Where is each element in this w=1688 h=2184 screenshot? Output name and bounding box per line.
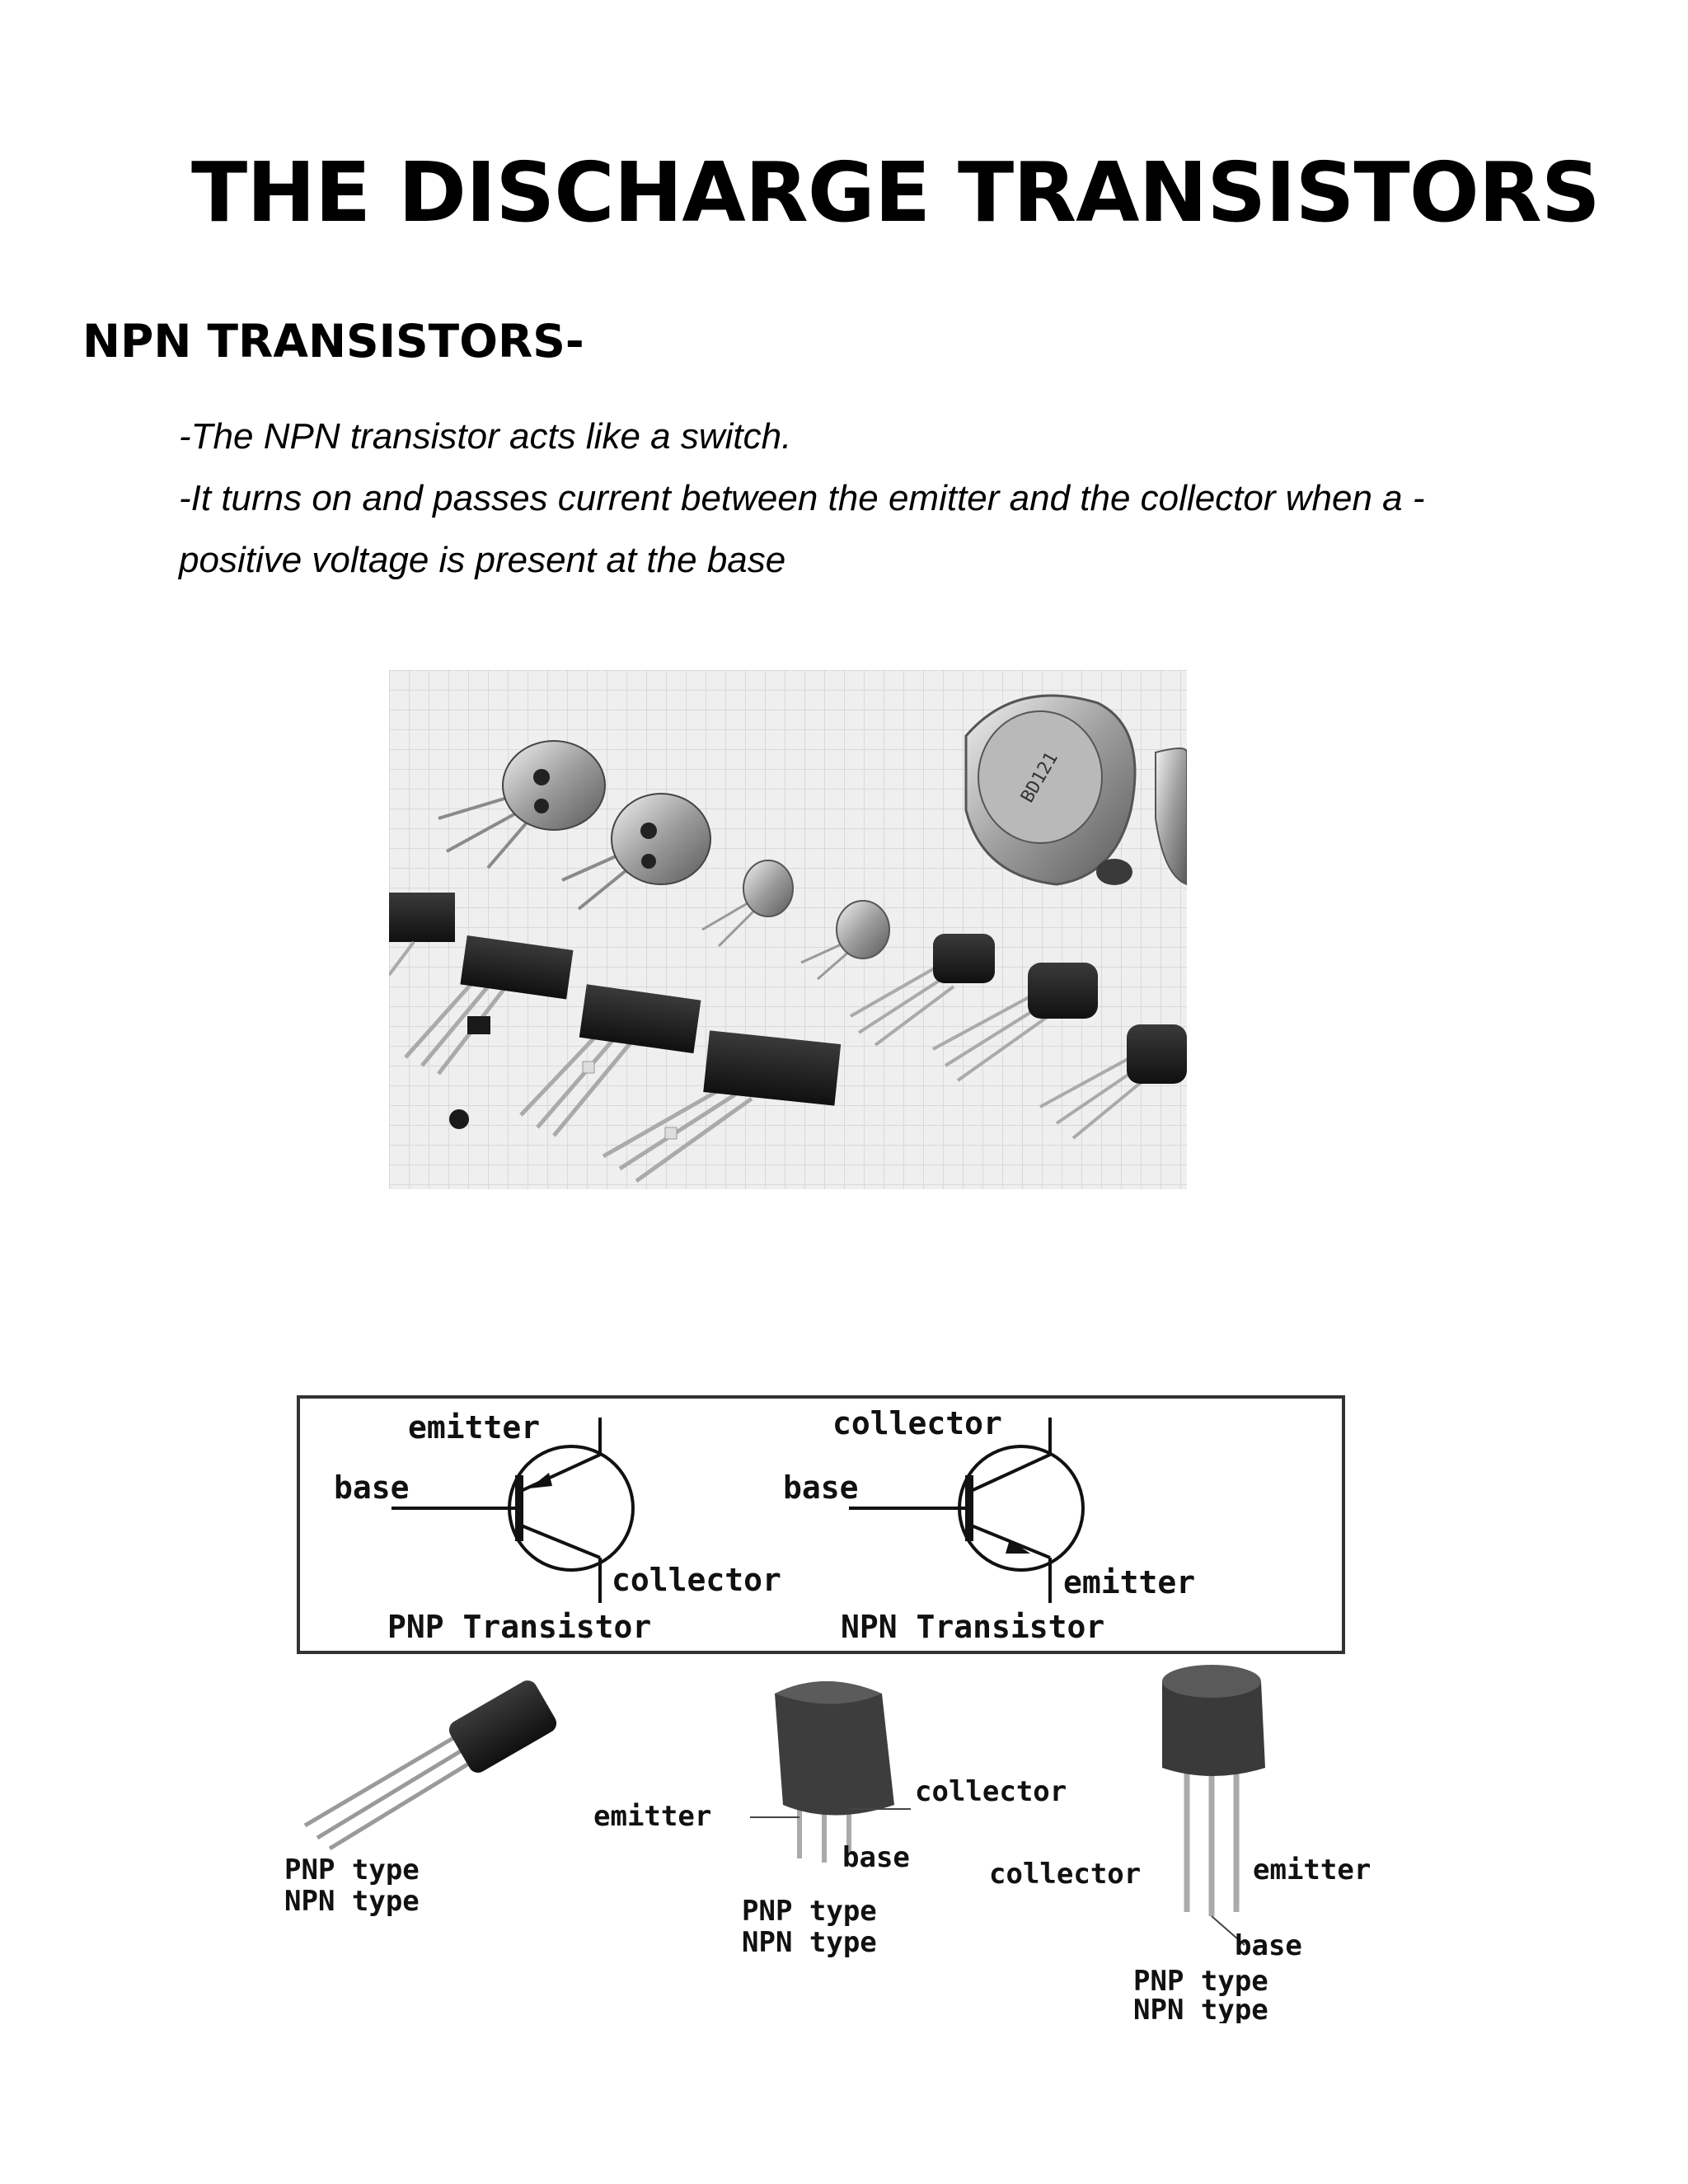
npn-caption: NPN Transistor [841,1609,1104,1645]
description-line-2: -It turns on and passes current between … [179,478,1425,518]
section-heading: NPN TRANSISTORS- [82,315,584,368]
package-3-collector-label: collector [989,1858,1141,1891]
description-line-1: -The NPN transistor acts like a switch. [179,416,792,457]
npn-base-label: base [783,1469,859,1506]
package-3 [1162,1665,1265,1946]
transistors-photo: BD121 [389,670,1187,1189]
package-2-type-2: NPN type [742,1926,877,1959]
description-line-3: positive voltage is present at the base [179,540,786,580]
package-2-type-1: PNP type [742,1895,877,1928]
package-2 [750,1681,911,1863]
pnp-symbol [392,1418,635,1603]
package-3-type-1: PNP type [1133,1965,1268,1998]
package-2-emitter-label: emitter [593,1800,711,1833]
npn-emitter-label: emitter [1063,1564,1195,1601]
package-1-type-2: NPN type [284,1885,420,1918]
package-3-emitter-label: emitter [1253,1854,1371,1886]
package-3-type-2: NPN type [1133,1994,1268,2023]
pnp-base-label: base [334,1469,410,1506]
page-title: THE DISCHARGE TRANSISTORS [191,144,1601,241]
pnp-caption: PNP Transistor [387,1609,651,1645]
package-1 [303,1680,557,1851]
npn-symbol [849,1418,1085,1603]
package-2-base-label: base [842,1841,910,1874]
package-2-collector-label: collector [915,1775,1067,1808]
package-3-base-label: base [1235,1929,1302,1962]
pnp-emitter-label: emitter [408,1409,540,1446]
npn-collector-label: collector [832,1405,1002,1441]
pnp-collector-label: collector [612,1562,781,1598]
package-1-type-1: PNP type [284,1854,420,1886]
transistor-diagram: emitter base collector PNP Transistor co… [284,1395,1371,2023]
